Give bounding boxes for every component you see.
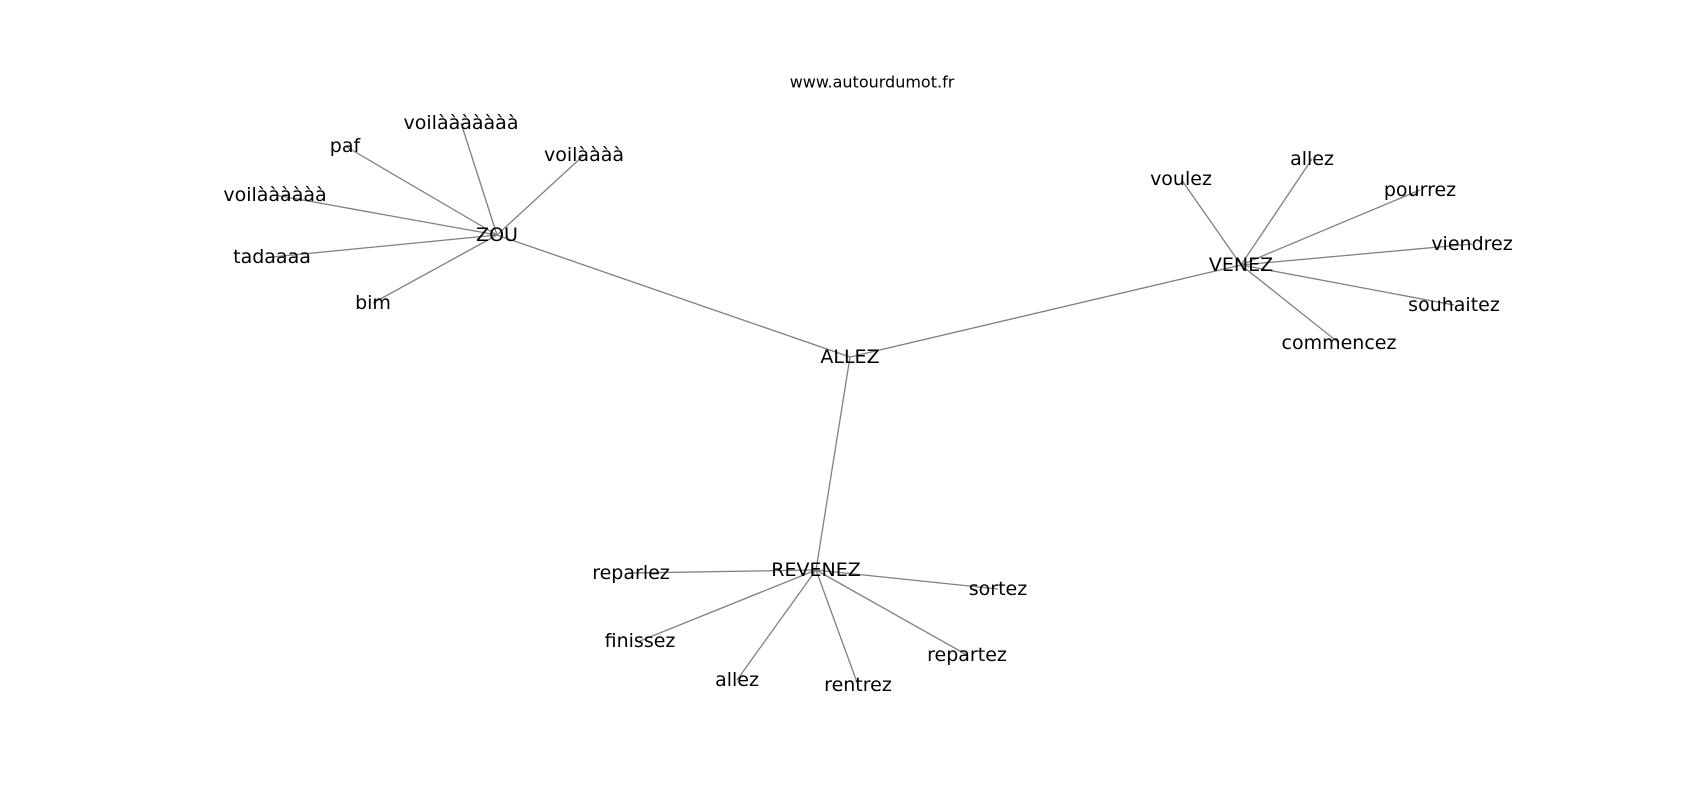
edge-center-to-hub bbox=[496, 234, 851, 358]
leaf-node-label: voilààààààà bbox=[404, 112, 519, 134]
edge-hub-to-leaf bbox=[630, 569, 817, 574]
edge-hub-to-leaf bbox=[274, 194, 498, 236]
edge-hub-to-leaf bbox=[460, 122, 498, 236]
hub-node-label: REVENEZ bbox=[771, 559, 860, 581]
leaf-node-label: allez bbox=[715, 669, 759, 691]
edge-hub-to-leaf bbox=[1240, 243, 1473, 266]
leaf-node-label: sortez bbox=[969, 578, 1027, 600]
edge-hub-to-leaf bbox=[1240, 264, 1455, 306]
edge-hub-to-leaf bbox=[736, 569, 817, 681]
leaf-node-label: commencez bbox=[1282, 332, 1397, 354]
leaf-node-label: rentrez bbox=[824, 674, 892, 696]
leaf-node-label: paf bbox=[330, 135, 362, 157]
leaf-node-label: pourrez bbox=[1384, 179, 1456, 201]
edge-hub-to-leaf bbox=[815, 569, 968, 656]
edge-hub-to-leaf bbox=[1180, 178, 1242, 266]
edge-center-to-hub bbox=[815, 356, 851, 571]
leaf-node-label: repartez bbox=[927, 644, 1007, 666]
leaf-node-label: voilàààààà bbox=[223, 184, 326, 206]
edge-hub-to-leaf bbox=[1240, 264, 1340, 344]
leaf-node-label: finissez bbox=[605, 630, 676, 652]
leaf-node-label: souhaitez bbox=[1408, 294, 1500, 316]
edge-hub-to-leaf bbox=[1240, 158, 1313, 266]
labels-layer: ALLEZ ZOU voilààààààà voilàààà paf voilàààààà… bbox=[223, 112, 1512, 696]
site-watermark: www.autourdumot.fr bbox=[790, 73, 955, 92]
edge-hub-to-leaf bbox=[1240, 189, 1421, 266]
center-node-label: ALLEZ bbox=[820, 346, 879, 368]
edges-layer bbox=[271, 122, 1473, 686]
edge-hub-to-leaf bbox=[271, 234, 498, 258]
edge-hub-to-leaf bbox=[639, 569, 817, 642]
edge-hub-to-leaf bbox=[344, 145, 498, 236]
edge-hub-to-leaf bbox=[815, 569, 859, 686]
edge-center-to-hub bbox=[849, 264, 1242, 358]
leaf-node-label: bim bbox=[355, 292, 391, 314]
leaf-node-label: reparlez bbox=[592, 562, 670, 584]
leaf-node-label: viendrez bbox=[1431, 233, 1512, 255]
leaf-node-label: tadaaaa bbox=[233, 246, 311, 268]
hub-node-label: ZOU bbox=[476, 224, 518, 246]
hub-node-label: VENEZ bbox=[1209, 254, 1273, 276]
leaf-node-label: voulez bbox=[1150, 168, 1212, 190]
leaf-node-label: allez bbox=[1290, 148, 1334, 170]
edge-hub-to-leaf bbox=[815, 569, 999, 590]
edge-hub-to-leaf bbox=[372, 234, 498, 304]
edge-hub-to-leaf bbox=[496, 154, 585, 236]
leaf-node-label: voilàààà bbox=[544, 144, 624, 166]
